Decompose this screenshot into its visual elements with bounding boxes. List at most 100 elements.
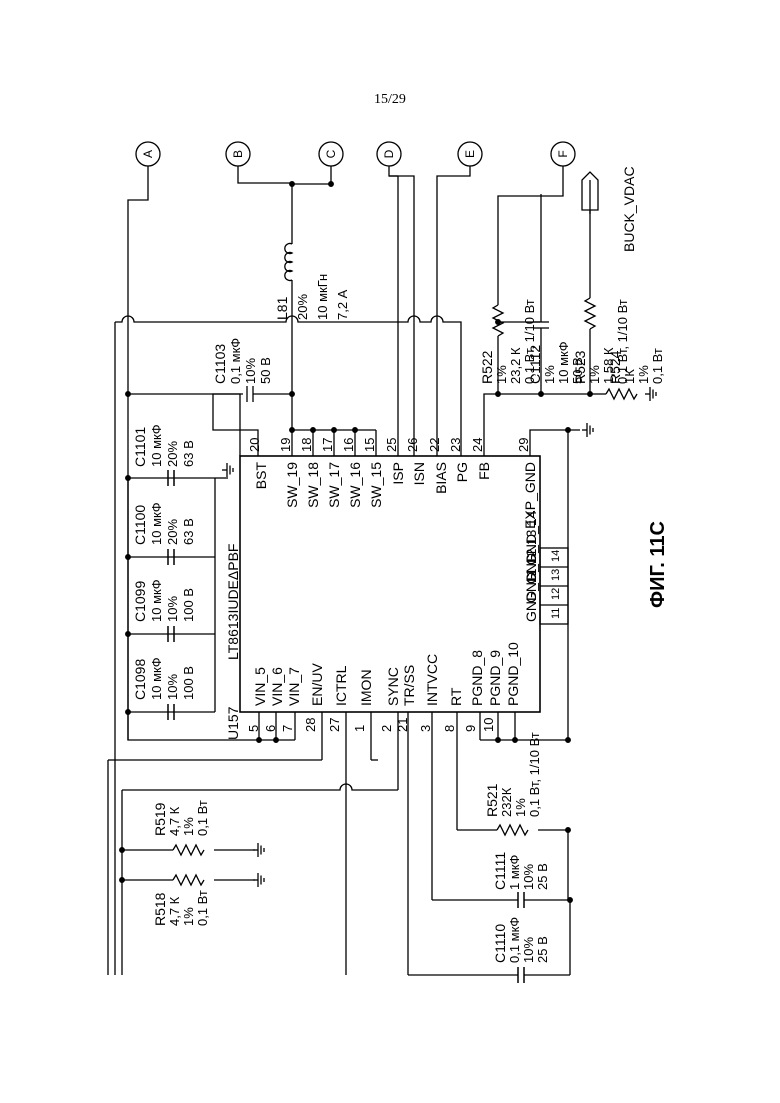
connector-a-label: A <box>141 150 155 158</box>
pin-name-isn: ISN <box>411 462 427 485</box>
pin-name-sync: SYNC <box>385 667 401 706</box>
component-r519-ref: R519 <box>152 802 168 836</box>
pin-name-vin-7: VIN_7 <box>286 667 302 706</box>
pin-name-intvcc: INTVCC <box>424 654 440 706</box>
capacitor-c1110 <box>518 967 524 983</box>
component-c1100-value-3: 63 В <box>181 518 196 545</box>
component-c1099-value-2: 10% <box>165 596 180 622</box>
connector-f-label: F <box>556 150 570 157</box>
pin-number-13: 13 <box>550 569 562 581</box>
pin-number-17: 17 <box>320 438 335 452</box>
pin-name-pgnd-9: PGND_9 <box>487 650 503 706</box>
component-c1103-value-2: 10% <box>243 358 258 384</box>
component-r519-value-2: 1% <box>181 817 196 836</box>
component-r519-value-3: 0,1 Вт <box>195 800 210 836</box>
resistor-r519 <box>173 845 204 855</box>
component-c1100-value-2: 20% <box>165 519 180 545</box>
component-r518-value-3: 0,1 Вт <box>195 890 210 926</box>
pin-number-11: 11 <box>550 608 562 619</box>
resistor-r521 <box>497 825 528 835</box>
connector-d-label: D <box>382 149 396 158</box>
pin-number-27: 27 <box>327 718 342 732</box>
capacitor-c1111 <box>518 892 524 908</box>
component-r524-value-2: 1% <box>636 365 651 384</box>
component-r521-value-3: 0,1 Вт, 1/10 Вт <box>527 732 542 817</box>
component-r522-value-2: 23,2 К <box>508 347 523 384</box>
component-r518-value-2: 1% <box>181 907 196 926</box>
component-c1111-value-1: 1 мкФ <box>507 855 522 890</box>
figure-caption: ФИГ. 11C <box>647 521 669 608</box>
component-r521-value-1: 232К <box>499 787 514 817</box>
pin-name-gnd-11: GND_11 <box>523 568 539 622</box>
pin-number-25: 25 <box>384 438 399 452</box>
component-c1101-value-3: 63 В <box>181 440 196 467</box>
pin-number-16: 16 <box>341 438 356 452</box>
pin-name-sw-17: SW_17 <box>326 462 342 508</box>
component-l81-ref: L81 <box>274 296 290 320</box>
pin-name-sw-19: SW_19 <box>284 462 300 508</box>
component-r522-value-1: 1% <box>494 365 509 384</box>
component-r524-value-3: 0,1 Вт <box>650 348 665 384</box>
pin-name-pgnd-8: PGND_8 <box>469 650 485 706</box>
component-r524-ref: R524 <box>607 350 623 384</box>
pin-name-pgnd-10: PGND_10 <box>505 642 521 706</box>
component-r522-ref: R522 <box>479 350 495 384</box>
component-l81-value-2: 10 мкГн <box>315 274 330 320</box>
pin-number-1: 1 <box>352 725 367 732</box>
component-c1098-value-3: 100 В <box>181 666 196 700</box>
component-c1098-value-1: 10 мкФ <box>149 657 164 700</box>
pin-name-en-uv: EN/UV <box>309 663 325 706</box>
wire-rail-322 <box>115 316 461 456</box>
component-c1110-value-3: 25 В <box>535 936 550 963</box>
component-l81-value-3: 7,2 А <box>335 289 350 320</box>
wire-net-b <box>238 166 292 244</box>
component-c1111-value-3: 25 В <box>535 863 550 890</box>
pin-number-19: 19 <box>278 438 293 452</box>
component-r524-value-1: 1К <box>622 369 637 384</box>
pin-number-14: 14 <box>550 550 562 562</box>
pin-number-23: 23 <box>448 438 463 452</box>
pin-name-ictrl: ICTRL <box>333 665 349 706</box>
buck-vdac-label: BUCK_VDAC <box>621 166 637 252</box>
pin-number-22: 22 <box>427 438 442 452</box>
component-c1099-ref: C1099 <box>132 581 148 622</box>
pin-number-6: 6 <box>263 725 278 732</box>
pin-name-bst: BST <box>253 462 269 490</box>
pin-number-20: 20 <box>247 438 262 452</box>
component-c1112-value-2: 10 мкФ <box>556 341 571 384</box>
pin-name-isp: ISP <box>390 462 406 485</box>
component-r521-ref: R521 <box>484 783 500 817</box>
inductor-l81 <box>285 244 292 281</box>
component-c1100-value-1: 10 мкФ <box>149 502 164 545</box>
connector-c-label: C <box>324 149 338 158</box>
component-c1103-value-3: 50 В <box>258 357 273 384</box>
pin-number-28: 28 <box>303 718 318 732</box>
pin-name-imon: IMON <box>358 669 374 706</box>
pin-name-vin-5: VIN_5 <box>252 667 268 706</box>
left-pin-stubs <box>259 712 515 975</box>
pin-number-5: 5 <box>246 725 261 732</box>
component-c1098-ref: C1098 <box>132 659 148 700</box>
pin-number-3: 3 <box>418 725 433 732</box>
component-c1101-value-1: 10 мкФ <box>149 424 164 467</box>
pin-number-15: 15 <box>362 438 377 452</box>
component-r518-ref: R518 <box>152 892 168 926</box>
component-c1110-value-2: 10% <box>521 937 536 963</box>
pin-number-24: 24 <box>470 438 485 452</box>
component-c1111-value-2: 10% <box>521 864 536 890</box>
component-c1101-ref: C1101 <box>132 427 148 467</box>
component-c1099-value-3: 100 В <box>181 588 196 622</box>
component-r521-value-2: 1% <box>513 798 528 817</box>
chip-ref: U157 <box>225 706 241 740</box>
pin-number-7: 7 <box>280 725 295 732</box>
wire-net-c <box>292 166 331 184</box>
component-c1103-value-1: 0,1 мкФ <box>228 338 243 384</box>
pin-name-tr-ss: TR/SS <box>401 665 417 706</box>
component-c1111-ref: C1111 <box>492 852 508 890</box>
pin-number-29: 29 <box>516 438 531 452</box>
connector-b-label: B <box>231 150 245 158</box>
pin-name-sw-15: SW_15 <box>368 462 384 508</box>
component-c1110-value-1: 0,1 мкФ <box>507 917 522 963</box>
component-r519-value-1: 4,7 К <box>167 806 182 836</box>
resistor-r518 <box>173 875 204 885</box>
